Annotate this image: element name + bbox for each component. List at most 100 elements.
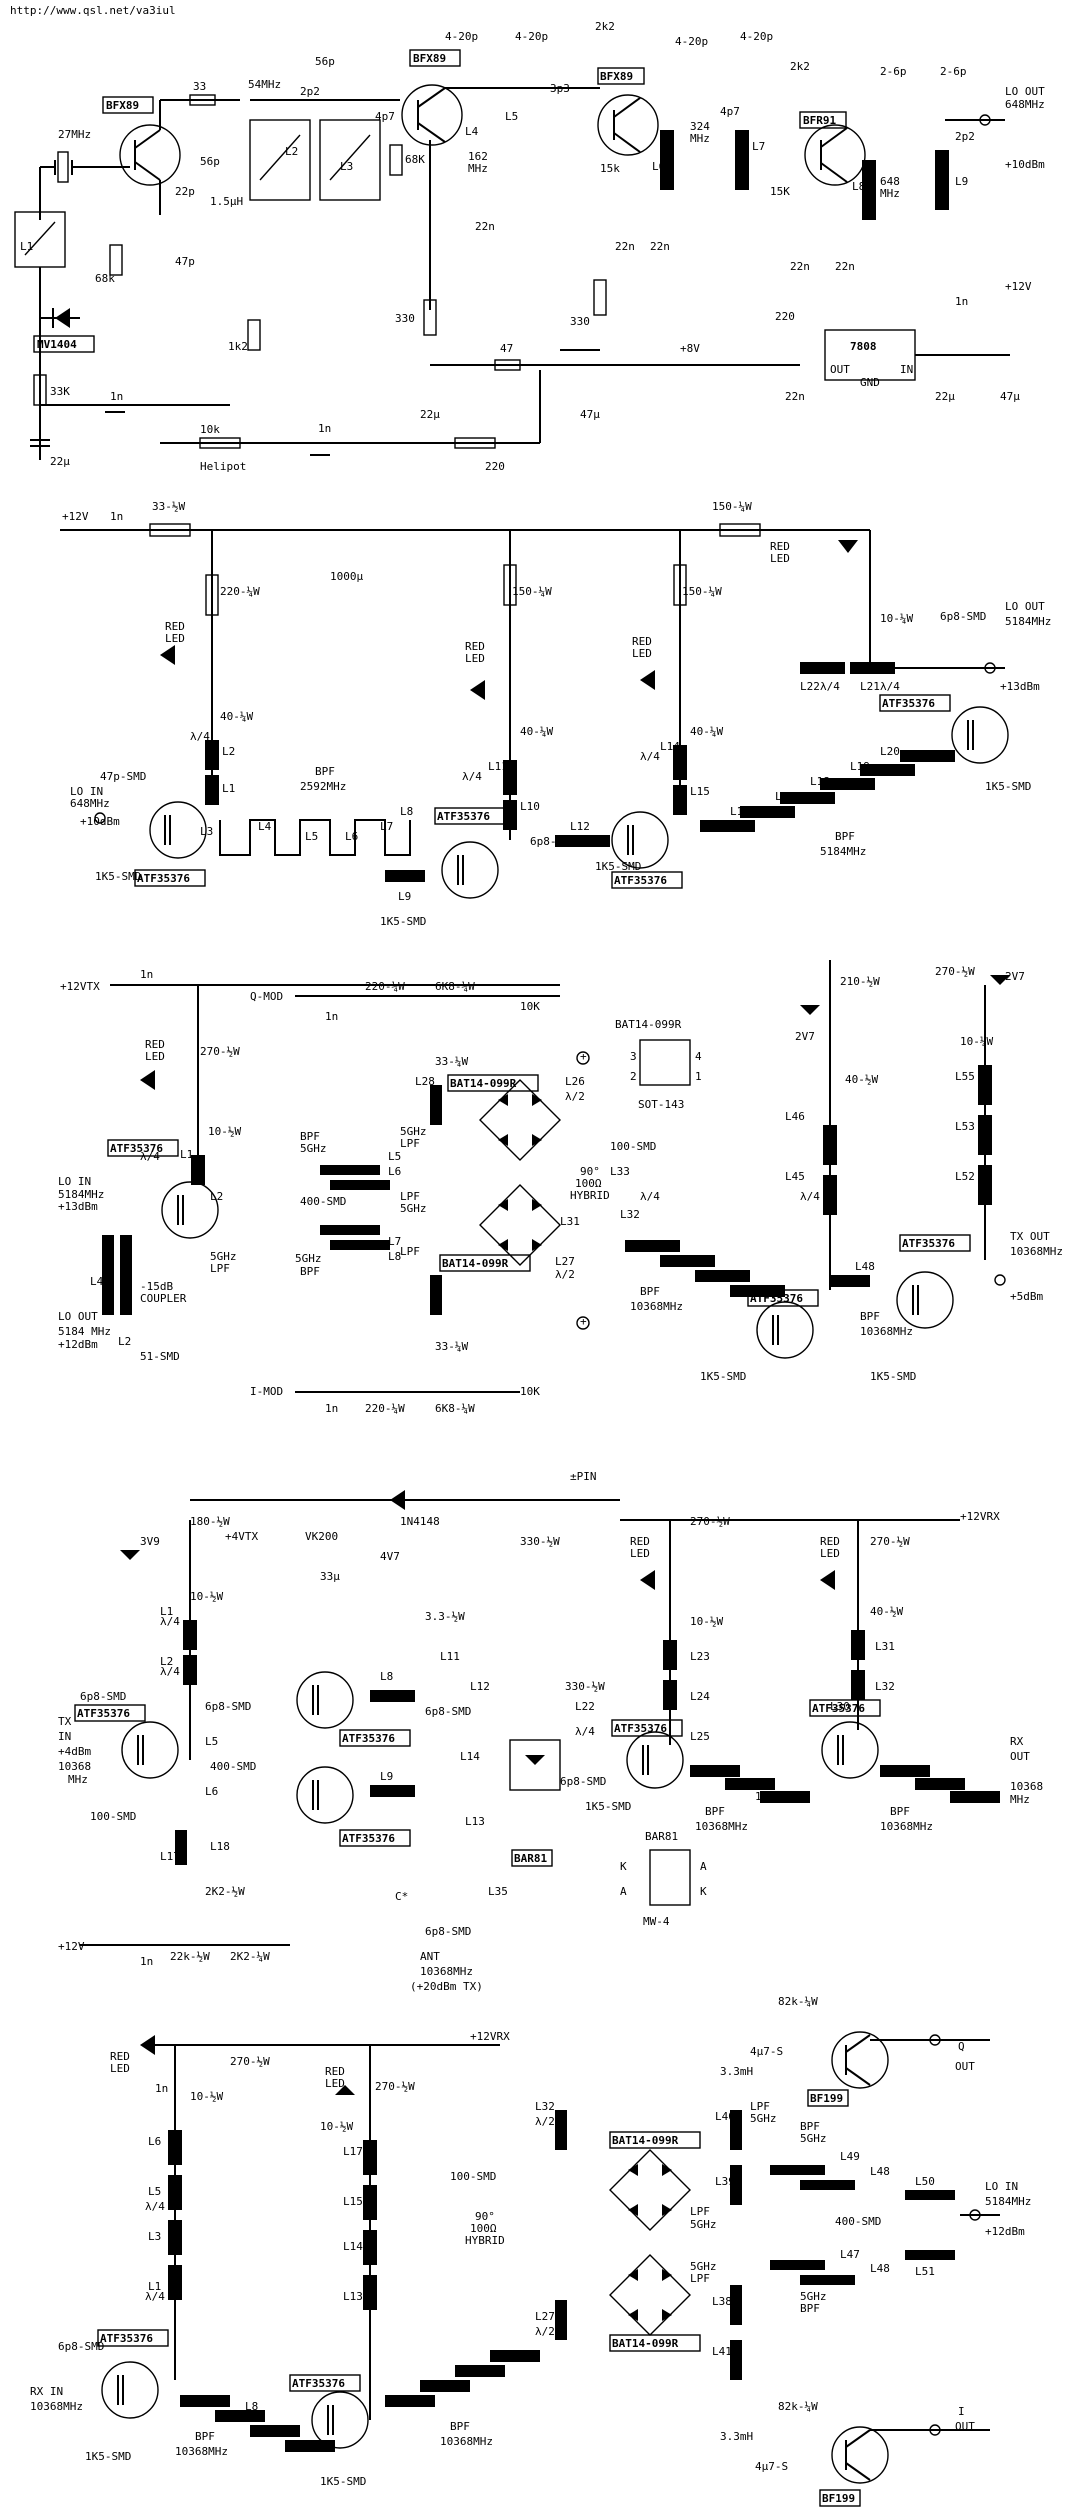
mixer-bat14-dq [609, 2149, 691, 2231]
svg-text:λ/2: λ/2 [565, 1090, 585, 1103]
svg-text:L17: L17 [160, 1850, 180, 1863]
svg-text:L7: L7 [380, 820, 393, 833]
svg-text:RED: RED [145, 1038, 165, 1051]
svg-text:5GHz: 5GHz [300, 1142, 327, 1155]
svg-text:5GHz: 5GHz [800, 2132, 827, 2145]
svg-text:4-20p: 4-20p [675, 35, 708, 48]
svg-text:TX OUT: TX OUT [1010, 1230, 1050, 1243]
svg-text:2p2: 2p2 [955, 130, 975, 143]
svg-text:L53: L53 [955, 1120, 975, 1133]
svg-text:L45: L45 [785, 1170, 805, 1183]
svg-text:47µ: 47µ [1000, 390, 1020, 403]
svg-text:L22: L22 [800, 680, 820, 693]
svg-text:1n: 1n [155, 2082, 168, 2095]
svg-text:10-¼W: 10-¼W [960, 1035, 993, 1048]
svg-text:L6: L6 [148, 2135, 161, 2148]
svg-text:L50: L50 [915, 2175, 935, 2188]
svg-text:68K: 68K [405, 153, 425, 166]
svg-text:4µ7-S: 4µ7-S [755, 2460, 788, 2473]
svg-text:L33: L33 [610, 1165, 630, 1178]
svg-text:L1: L1 [148, 2280, 161, 2293]
svg-text:100-SMD: 100-SMD [610, 1140, 656, 1153]
svg-text:5184MHz: 5184MHz [820, 845, 866, 858]
svg-text:180-½W: 180-½W [190, 1515, 230, 1528]
mixer-bat14-di [609, 2254, 691, 2336]
svg-text:L7: L7 [752, 140, 765, 153]
svg-text:Q: Q [958, 2040, 965, 2053]
svg-text:100Ω: 100Ω [575, 1177, 602, 1190]
svg-text:33µ: 33µ [320, 1570, 340, 1583]
svg-text:OUT: OUT [1010, 1750, 1030, 1763]
svg-text:+13dBm: +13dBm [1000, 680, 1040, 693]
svg-text:10368MHz: 10368MHz [695, 1820, 748, 1833]
svg-text:L3: L3 [340, 160, 353, 173]
svg-text:L1: L1 [160, 1605, 173, 1618]
svg-text:ATF35376: ATF35376 [882, 697, 935, 710]
svg-text:RED: RED [630, 1535, 650, 1548]
svg-text:A: A [620, 1885, 627, 1898]
svg-text:L8: L8 [388, 1250, 401, 1263]
svg-text:LPF: LPF [400, 1190, 420, 1203]
svg-text:150-¼W: 150-¼W [682, 585, 722, 598]
svg-text:56p: 56p [315, 55, 335, 68]
svg-text:47µ: 47µ [580, 408, 600, 421]
svg-text:LED: LED [165, 632, 185, 645]
svg-text:L49: L49 [840, 2150, 860, 2163]
svg-text:1K5-SMD: 1K5-SMD [320, 2475, 366, 2488]
svg-text:+12V: +12V [1005, 280, 1032, 293]
svg-text:330: 330 [570, 315, 590, 328]
svg-text:6p8-SMD: 6p8-SMD [58, 2340, 104, 2353]
svg-text:L6: L6 [205, 1785, 218, 1798]
svg-text:1n: 1n [110, 390, 123, 403]
svg-text:3.3mH: 3.3mH [720, 2430, 753, 2443]
svg-text:RED: RED [770, 540, 790, 553]
transistor-atf-rx-2 [311, 2391, 369, 2449]
svg-text:10-¼W: 10-¼W [880, 612, 913, 625]
svg-text:L9: L9 [398, 890, 411, 903]
svg-text:BPF: BPF [800, 2302, 820, 2315]
svg-text:56p: 56p [200, 155, 220, 168]
svg-text:33-½W: 33-½W [152, 500, 185, 513]
svg-text:λ/4: λ/4 [880, 680, 900, 693]
mixer-bat14-q [479, 1079, 561, 1161]
svg-text:1K5-SMD: 1K5-SMD [380, 915, 426, 928]
svg-text:L3: L3 [148, 2230, 161, 2243]
svg-text:L41: L41 [712, 2345, 732, 2358]
svg-text:SOT-143: SOT-143 [638, 1098, 684, 1111]
svg-text:270-½W: 270-½W [870, 1535, 910, 1548]
svg-text:+12dBm: +12dBm [985, 2225, 1025, 2238]
transistor-atf-rx-1 [101, 2361, 159, 2419]
svg-text:10368MHz: 10368MHz [440, 2435, 493, 2448]
svg-text:220-¼W: 220-¼W [365, 980, 405, 993]
svg-text:LED: LED [145, 1050, 165, 1063]
svg-text:L22: L22 [575, 1700, 595, 1713]
svg-text:+10dBm: +10dBm [80, 815, 120, 828]
svg-text:L27: L27 [555, 1255, 575, 1268]
svg-text:L55: L55 [955, 1070, 975, 1083]
svg-text:ATF35376: ATF35376 [614, 1722, 667, 1735]
svg-text:22n: 22n [650, 240, 670, 253]
svg-text:L10: L10 [520, 800, 540, 813]
svg-text:+12V: +12V [58, 1940, 85, 1953]
svg-text:10K: 10K [520, 1385, 540, 1398]
svg-text:MHz: MHz [468, 162, 488, 175]
svg-text:10368MHz: 10368MHz [860, 1325, 913, 1338]
svg-text:BAT14-099R: BAT14-099R [612, 2134, 679, 2147]
svg-text:5GHz: 5GHz [800, 2290, 827, 2303]
svg-text:1n: 1n [325, 1010, 338, 1023]
svg-text:6p8-SMD: 6p8-SMD [80, 1690, 126, 1703]
svg-text:BAR81: BAR81 [645, 1830, 678, 1843]
svg-text:15K: 15K [770, 185, 790, 198]
svg-text:HYBRID: HYBRID [570, 1189, 610, 1202]
svg-text:BFX89: BFX89 [106, 99, 139, 112]
svg-text:220-¼W: 220-¼W [365, 1402, 405, 1415]
transistor-atf-sw-2 [296, 1671, 354, 1729]
svg-text:10368MHz: 10368MHz [175, 2445, 228, 2458]
svg-text:10-½W: 10-½W [190, 1590, 223, 1603]
svg-text:LED: LED [630, 1547, 650, 1560]
svg-text:1n: 1n [140, 1955, 153, 1968]
svg-text:ATF35376: ATF35376 [342, 1832, 395, 1845]
svg-text:IN: IN [58, 1730, 71, 1743]
svg-text:4-20p: 4-20p [445, 30, 478, 43]
svg-text:λ/4: λ/4 [462, 770, 482, 783]
